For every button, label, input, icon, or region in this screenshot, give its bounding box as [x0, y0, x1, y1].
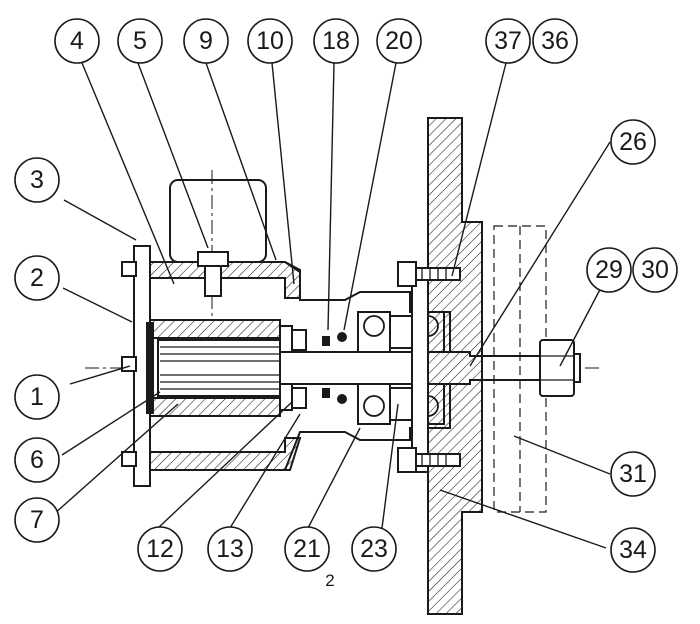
callout-label: 3	[30, 166, 44, 194]
slinger-bottom	[322, 388, 330, 398]
callout-label: 10	[256, 27, 284, 55]
callout-label: 29	[595, 256, 623, 284]
body-wall-top	[149, 261, 301, 299]
slinger-top	[322, 336, 330, 346]
oring-top	[337, 332, 347, 342]
flange-hub	[411, 267, 429, 473]
callout-7: 7	[14, 497, 60, 543]
callout-37: 37	[485, 18, 531, 64]
callout-label: 21	[293, 535, 321, 563]
callout-20: 20	[376, 18, 422, 64]
callout-label: 23	[360, 535, 388, 563]
callout-2: 2	[14, 255, 60, 301]
callout-9: 9	[183, 18, 229, 64]
shaft	[279, 351, 541, 385]
callout-label: 34	[619, 536, 647, 564]
cover-screws	[121, 261, 137, 467]
callout-label: 31	[619, 460, 647, 488]
callout-34: 34	[610, 527, 656, 573]
callout-3: 3	[14, 157, 60, 203]
callout-label: 18	[322, 27, 350, 55]
shaft-nut	[539, 339, 581, 397]
oring-bottom	[337, 394, 347, 404]
callout-31: 31	[610, 451, 656, 497]
liner-bottom	[149, 397, 281, 417]
callout-36: 36	[532, 18, 578, 64]
gasket	[146, 322, 154, 414]
callout-label: 12	[146, 535, 174, 563]
callout-label: 13	[216, 535, 244, 563]
callout-30: 30	[632, 247, 678, 293]
impeller	[157, 339, 281, 397]
screw-head	[197, 251, 229, 267]
callout-label: 5	[133, 27, 147, 55]
leader-lines	[53, 62, 611, 549]
seal-bottom	[291, 387, 307, 409]
callout-23: 23	[351, 526, 397, 572]
drive-pulley	[493, 225, 547, 513]
callout-label: 4	[70, 27, 84, 55]
seal-top	[291, 329, 307, 351]
body-wall-bottom	[149, 437, 302, 471]
callout-label: 9	[199, 27, 213, 55]
callout-1: 1	[14, 374, 60, 420]
callout-label: 6	[30, 446, 44, 474]
callout-10: 10	[247, 18, 293, 64]
callout-6: 6	[14, 437, 60, 483]
callout-label: 20	[385, 27, 413, 55]
callout-29: 29	[586, 247, 632, 293]
callout-label: 36	[541, 27, 569, 55]
callout-21: 21	[284, 526, 330, 572]
callout-4: 4	[54, 18, 100, 64]
footnote: 2	[325, 571, 334, 590]
callout-label: 7	[30, 506, 44, 534]
flange-bolts	[397, 261, 461, 473]
callout-label: 37	[494, 27, 522, 55]
callout-5: 5	[117, 18, 163, 64]
callout-label: 2	[30, 264, 44, 292]
callout-12: 12	[137, 526, 183, 572]
callout-label: 1	[30, 383, 44, 411]
liner-top	[149, 319, 281, 339]
callout-18: 18	[313, 18, 359, 64]
screw-body	[204, 265, 222, 297]
callout-label: 30	[641, 256, 669, 284]
callout-13: 13	[207, 526, 253, 572]
callout-label: 26	[619, 128, 647, 156]
callout-26: 26	[610, 119, 656, 165]
